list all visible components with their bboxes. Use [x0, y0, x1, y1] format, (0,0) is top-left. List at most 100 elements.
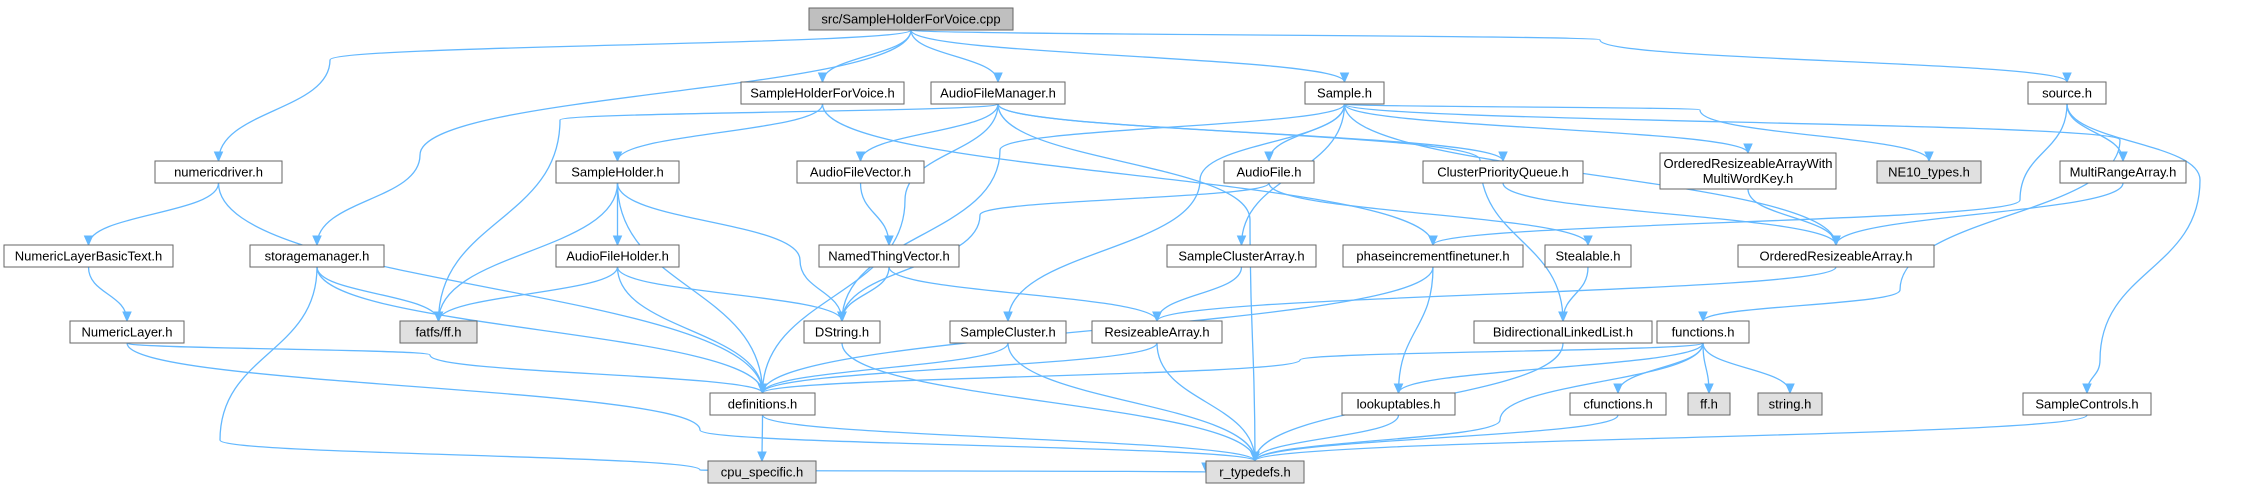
- edge-functions-to-string_h: [1702, 342, 1791, 394]
- node-label-multirange: MultiRangeArray.h: [2070, 165, 2177, 180]
- edge-numericlayer-to-r_typedefs: [126, 342, 1256, 462]
- node-box-numericlayerbasictext: [3, 244, 174, 268]
- edge-source-to-phaseincrement: [1432, 103, 2068, 246]
- file-node-lookuptables[interactable]: lookuptables.h: [1341, 392, 1456, 416]
- edge-audiofile-to-dstring: [841, 182, 1270, 322]
- file-node-source[interactable]: source.h: [2027, 81, 2107, 105]
- file-node-multirange[interactable]: MultiRangeArray.h: [2059, 160, 2187, 184]
- arrowhead-functions-to-ff_h: [1704, 383, 1714, 395]
- file-node-functions[interactable]: functions.h: [1656, 320, 1750, 344]
- node-label-shfv_h: SampleHolderForVoice.h: [750, 86, 895, 101]
- edge-shfv_h-to-sampleholder: [616, 103, 824, 162]
- file-node-definitions[interactable]: definitions.h: [709, 392, 816, 416]
- file-node-phaseincrement[interactable]: phaseincrementfinetuner.h: [1342, 244, 1524, 268]
- arrowhead-audiofile-to-dstring: [837, 311, 847, 323]
- file-node-cpu_specific[interactable]: cpu_specific.h: [707, 460, 817, 484]
- file-node-numericlayerbasictext[interactable]: NumericLayerBasicText.h: [3, 244, 174, 268]
- file-node-clusterpriorityqueue[interactable]: ClusterPriorityQueue.h: [1422, 160, 1584, 184]
- node-box-cfunctions: [1569, 392, 1667, 416]
- node-label-definitions: definitions.h: [728, 397, 797, 412]
- edge-sample-to-dstring: [841, 103, 1346, 322]
- file-node-sampleclusterarray[interactable]: SampleClusterArray.h: [1166, 244, 1317, 268]
- file-node-stealable[interactable]: Stealable.h: [1544, 244, 1632, 268]
- file-node-bidirectional[interactable]: BidirectionalLinkedList.h: [1473, 320, 1653, 344]
- file-node-fatfs[interactable]: fatfs/ff.h: [399, 320, 478, 344]
- file-node-audiofilemanager[interactable]: AudioFileManager.h: [930, 81, 1066, 105]
- node-box-storagemanager: [249, 244, 385, 268]
- edge-resizeablearray-to-definitions: [761, 342, 1158, 394]
- file-node-audiofile[interactable]: AudioFile.h: [1223, 160, 1315, 184]
- edge-source-to-samplecontrols: [2066, 103, 2201, 394]
- edge-resizeablearray-to-r_typedefs: [1156, 342, 1256, 462]
- file-node-r_typedefs[interactable]: r_typedefs.h: [1205, 460, 1305, 484]
- arrowhead-functions-to-lookuptables: [1393, 383, 1404, 395]
- file-node-samplecluster[interactable]: SampleCluster.h: [949, 320, 1067, 344]
- file-node-shfv_h[interactable]: SampleHolderForVoice.h: [740, 81, 905, 105]
- node-box-samplecontrols: [2022, 392, 2152, 416]
- node-box-samplecluster: [949, 320, 1067, 344]
- file-node-root[interactable]: src/SampleHolderForVoice.cpp: [808, 7, 1014, 31]
- edge-functions-to-definitions: [761, 342, 1704, 394]
- node-label-samplecontrols: SampleControls.h: [2035, 397, 2138, 412]
- edge-lookuptables-to-r_typedefs: [1254, 414, 1400, 462]
- arrowhead-functions-to-string_h: [1785, 383, 1795, 395]
- node-box-stealable: [1544, 244, 1632, 268]
- node-label-lookuptables: lookuptables.h: [1357, 397, 1441, 412]
- node-label-source: source.h: [2042, 86, 2092, 101]
- file-node-ora[interactable]: OrderedResizeableArray.h: [1737, 244, 1935, 268]
- file-node-resizeablearray[interactable]: ResizeableArray.h: [1091, 320, 1223, 344]
- file-node-string_h[interactable]: string.h: [1757, 392, 1823, 416]
- arrowhead-sampleholder-to-audiofileholder: [612, 235, 623, 247]
- edge-sampleclusterarray-to-resizeablearray: [1156, 266, 1243, 322]
- arrowhead-sample-to-sampleclusterarray: [1236, 235, 1247, 247]
- node-label-numericdriver: numericdriver.h: [174, 165, 263, 180]
- file-node-ne10[interactable]: NE10_types.h: [1876, 160, 1982, 184]
- node-label-audiofile: AudioFile.h: [1236, 165, 1301, 180]
- arrowhead-ora-to-resizeablearray: [1152, 311, 1162, 323]
- node-box-source: [2027, 81, 2107, 105]
- file-node-storagemanager[interactable]: storagemanager.h: [249, 244, 385, 268]
- node-label-audiofilemanager: AudioFileManager.h: [940, 86, 1056, 101]
- node-label-resizeablearray: ResizeableArray.h: [1104, 325, 1209, 340]
- file-node-sampleholder[interactable]: SampleHolder.h: [555, 160, 680, 184]
- node-label-bidirectional: BidirectionalLinkedList.h: [1493, 325, 1633, 340]
- node-label-ora_multi-line-1: MultiWordKey.h: [1703, 171, 1794, 186]
- node-box-root: [808, 7, 1014, 31]
- edge-numericdriver-to-numericlayerbasictext: [87, 182, 220, 246]
- file-node-numericlayer[interactable]: NumericLayer.h: [69, 320, 185, 344]
- file-node-samplecontrols[interactable]: SampleControls.h: [2022, 392, 2152, 416]
- edge-root-to-source: [910, 29, 2068, 83]
- node-label-ora: OrderedResizeableArray.h: [1760, 249, 1913, 264]
- edge-samplecluster-to-definitions: [761, 342, 1009, 394]
- edge-storagemanager-to-definitions: [316, 266, 764, 394]
- file-node-sample[interactable]: Sample.h: [1304, 81, 1385, 105]
- edge-numericlayer-to-definitions: [126, 342, 764, 394]
- file-node-namedthingvector[interactable]: NamedThingVector.h: [818, 244, 960, 268]
- node-label-ora_multi-line-0: OrderedResizeableArrayWith: [1663, 156, 1832, 171]
- file-node-audiofileholder[interactable]: AudioFileHolder.h: [555, 244, 680, 268]
- node-box-ora: [1737, 244, 1935, 268]
- edge-dstring-to-r_typedefs: [841, 342, 1256, 462]
- node-box-namedthingvector: [818, 244, 960, 268]
- edge-source-to-multirange: [2066, 103, 2124, 162]
- node-label-string_h: string.h: [1769, 397, 1812, 412]
- file-node-numericdriver[interactable]: numericdriver.h: [154, 160, 283, 184]
- edge-sampleholder-to-fatfs: [437, 182, 619, 322]
- edge-functions-to-cfunctions: [1617, 342, 1704, 394]
- file-node-cfunctions[interactable]: cfunctions.h: [1569, 392, 1667, 416]
- node-box-definitions: [709, 392, 816, 416]
- node-box-ora_multi: [1659, 152, 1837, 190]
- arrowhead-audiofilemanager-to-audiofilevector: [855, 151, 866, 163]
- file-node-ff_h[interactable]: ff.h: [1687, 392, 1731, 416]
- edge-audiofilemanager-to-r_typedefs: [997, 103, 1256, 462]
- node-label-samplecluster: SampleCluster.h: [960, 325, 1055, 340]
- node-label-phaseincrement: phaseincrementfinetuner.h: [1356, 249, 1509, 264]
- node-box-audiofileholder: [555, 244, 680, 268]
- file-node-audiofilevector[interactable]: AudioFileVector.h: [796, 160, 925, 184]
- edge-audiofileholder-to-fatfs: [437, 266, 619, 322]
- node-label-numericlayer: NumericLayer.h: [81, 325, 172, 340]
- node-box-resizeablearray: [1091, 320, 1223, 344]
- file-node-dstring[interactable]: DString.h: [803, 320, 881, 344]
